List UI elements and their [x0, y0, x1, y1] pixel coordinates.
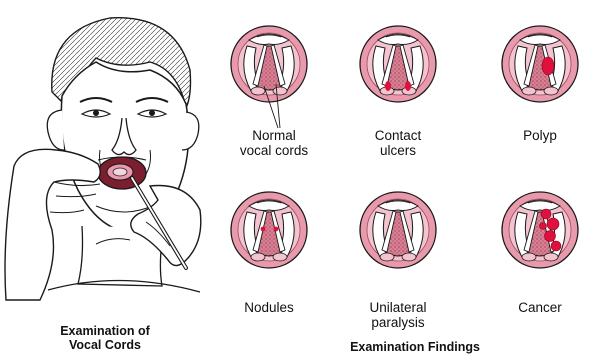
- label-contact-ulcers: Contact ulcers: [353, 128, 443, 158]
- label-line: Cancer: [500, 300, 580, 315]
- label-unilateral-paralysis: Unilateral paralysis: [353, 300, 443, 330]
- caption-line: Vocal Cords: [20, 338, 190, 352]
- caption-line: Examination of: [20, 324, 190, 338]
- label-line: Polyp: [500, 128, 580, 143]
- caption-line: Examination Findings: [300, 340, 530, 354]
- label-line: Contact: [353, 128, 443, 143]
- label-nodules: Nodules: [224, 300, 314, 315]
- finding-cancer-view: [502, 192, 578, 268]
- finding-contact-ulcers-view: [360, 26, 436, 102]
- finding-normal-view: [231, 26, 307, 128]
- label-line: ulcers: [353, 143, 443, 158]
- examination-head-drawing: [5, 18, 201, 300]
- label-polyp: Polyp: [500, 128, 580, 143]
- caption-examination-findings: Examination Findings: [300, 340, 530, 354]
- nodule-left-mark: [261, 227, 266, 232]
- label-line: Unilateral: [353, 300, 443, 315]
- label-line: Normal: [229, 128, 319, 143]
- ulcer-left-mark: [385, 81, 391, 91]
- label-line: vocal cords: [229, 143, 319, 158]
- label-line: paralysis: [353, 315, 443, 330]
- finding-unilateral-paralysis-view: [360, 192, 436, 268]
- label-cancer: Cancer: [500, 300, 580, 315]
- caption-examination: Examination of Vocal Cords: [20, 324, 190, 352]
- finding-polyp-view: [502, 26, 578, 102]
- finding-nodules-view: [231, 192, 307, 268]
- ulcer-right-mark: [405, 81, 411, 91]
- label-normal-vocal-cords: Normal vocal cords: [229, 128, 319, 158]
- polyp-mark: [542, 57, 554, 75]
- nodule-right-mark: [274, 227, 279, 232]
- label-line: Nodules: [224, 300, 314, 315]
